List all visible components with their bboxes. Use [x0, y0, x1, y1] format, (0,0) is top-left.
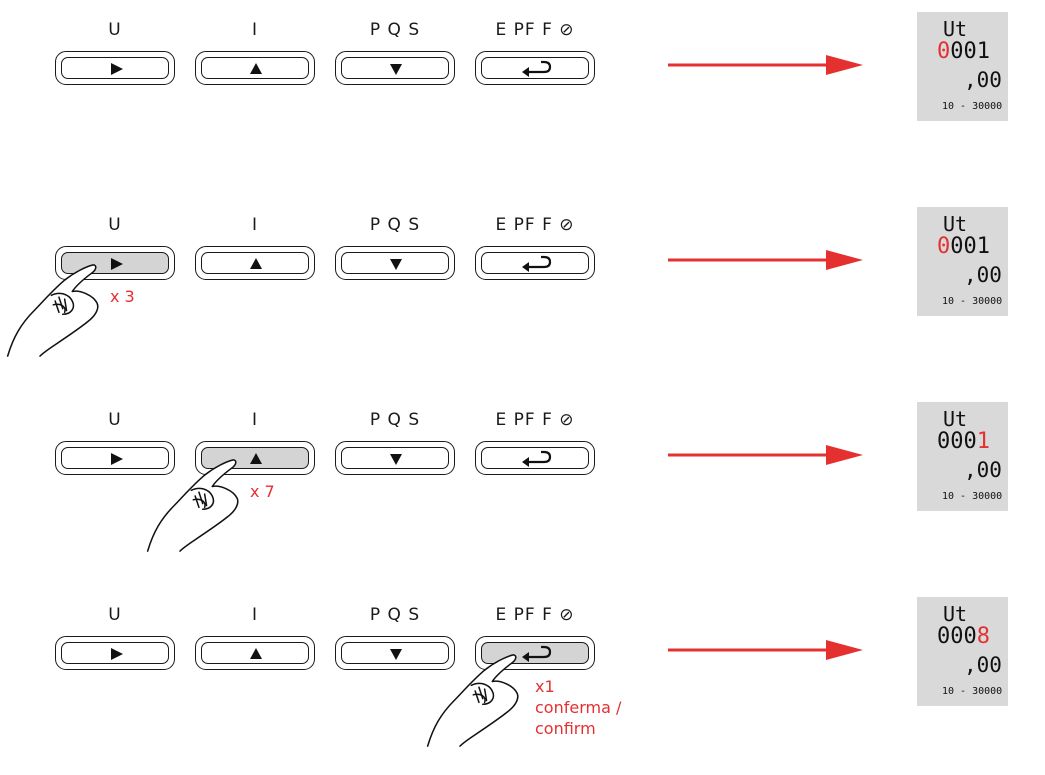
- up-triangle-icon: [250, 258, 262, 269]
- right-triangle-icon: [111, 258, 123, 270]
- meter-button[interactable]: [195, 51, 315, 85]
- lcd-parameter: Ut: [943, 17, 968, 41]
- button-label: P Q S: [369, 410, 421, 430]
- button-label: E PF F ⊘: [495, 215, 575, 235]
- button-label: U: [108, 410, 122, 430]
- meter-button[interactable]: [195, 636, 315, 670]
- meter-button[interactable]: [335, 441, 455, 475]
- meter-button[interactable]: [195, 441, 315, 475]
- lcd-parameter: Ut: [943, 212, 968, 236]
- button-label: U: [108, 215, 122, 235]
- lcd-decimals: ,00: [964, 263, 1002, 287]
- meter-button[interactable]: [55, 441, 175, 475]
- button-face: [481, 447, 589, 469]
- enter-arrow-icon: [522, 60, 552, 77]
- flow-arrow-icon: [668, 445, 863, 465]
- up-triangle-icon: [250, 453, 262, 464]
- blinking-digit: 0: [937, 39, 951, 64]
- blinking-digit: 0: [937, 234, 951, 259]
- lcd-value: 0001: [937, 39, 990, 64]
- meter-button[interactable]: [335, 51, 455, 85]
- lcd-range: 10 - 30000: [942, 686, 1003, 697]
- flow-arrow-icon: [668, 55, 863, 75]
- meter-button[interactable]: [55, 51, 175, 85]
- button-label: P Q S: [369, 215, 421, 235]
- right-triangle-icon: [111, 453, 123, 465]
- lcd-range: 10 - 30000: [942, 101, 1003, 112]
- lcd-decimals: ,00: [964, 458, 1002, 482]
- lcd-range: 10 - 30000: [942, 296, 1003, 307]
- lcd-digits-before: 000: [937, 429, 977, 454]
- button-label: U: [108, 20, 122, 40]
- press-count-label: x1: [535, 677, 555, 696]
- pressing-hand-icon: [146, 459, 239, 552]
- up-triangle-icon: [250, 648, 262, 659]
- lcd-digits-after: 001: [950, 39, 990, 64]
- up-triangle-icon: [250, 63, 262, 74]
- down-triangle-icon: [390, 259, 402, 270]
- lcd-decimals: ,00: [964, 68, 1002, 92]
- lcd-digits-before: 000: [937, 624, 977, 649]
- lcd-decimals: ,00: [964, 653, 1002, 677]
- right-triangle-icon: [111, 63, 123, 75]
- lcd-parameter: Ut: [943, 602, 968, 626]
- press-count-label: confirm: [535, 719, 596, 738]
- pressing-hand-icon: [6, 264, 99, 357]
- enter-arrow-icon: [522, 645, 552, 662]
- button-label: I: [251, 605, 258, 625]
- lcd-value: 0001: [937, 429, 990, 454]
- meter-button[interactable]: [195, 246, 315, 280]
- meter-button[interactable]: [475, 441, 595, 475]
- meter-button[interactable]: [475, 51, 595, 85]
- down-triangle-icon: [390, 454, 402, 465]
- button-label: P Q S: [369, 605, 421, 625]
- pressing-hand-icon: [426, 654, 519, 747]
- button-label: E PF F ⊘: [495, 410, 575, 430]
- down-triangle-icon: [390, 649, 402, 660]
- blinking-digit: 1: [976, 429, 990, 454]
- button-label: P Q S: [369, 20, 421, 40]
- enter-arrow-icon: [522, 255, 552, 272]
- meter-button[interactable]: [55, 636, 175, 670]
- button-face: [481, 57, 589, 79]
- lcd-value: 0001: [937, 234, 990, 259]
- flow-arrow-icon: [668, 640, 863, 660]
- meter-button[interactable]: [475, 636, 595, 670]
- right-triangle-icon: [111, 648, 123, 660]
- press-count-label: conferma /: [535, 698, 622, 717]
- button-label: E PF F ⊘: [495, 605, 575, 625]
- meter-button[interactable]: [335, 636, 455, 670]
- meter-button[interactable]: [475, 246, 595, 280]
- lcd-value: 0008: [937, 624, 990, 649]
- lcd-digits-after: 001: [950, 234, 990, 259]
- down-triangle-icon: [390, 64, 402, 75]
- press-count-label: x 3: [110, 287, 135, 306]
- button-label: I: [251, 20, 258, 40]
- button-label: I: [251, 215, 258, 235]
- enter-arrow-icon: [522, 450, 552, 467]
- meter-button[interactable]: [335, 246, 455, 280]
- flow-arrow-icon: [668, 250, 863, 270]
- button-label: U: [108, 605, 122, 625]
- lcd-range: 10 - 30000: [942, 491, 1003, 502]
- button-label: E PF F ⊘: [495, 20, 575, 40]
- blinking-digit: 8: [976, 624, 990, 649]
- button-face: [481, 252, 589, 274]
- button-label: I: [251, 410, 258, 430]
- lcd-parameter: Ut: [943, 407, 968, 431]
- press-count-label: x 7: [250, 482, 275, 501]
